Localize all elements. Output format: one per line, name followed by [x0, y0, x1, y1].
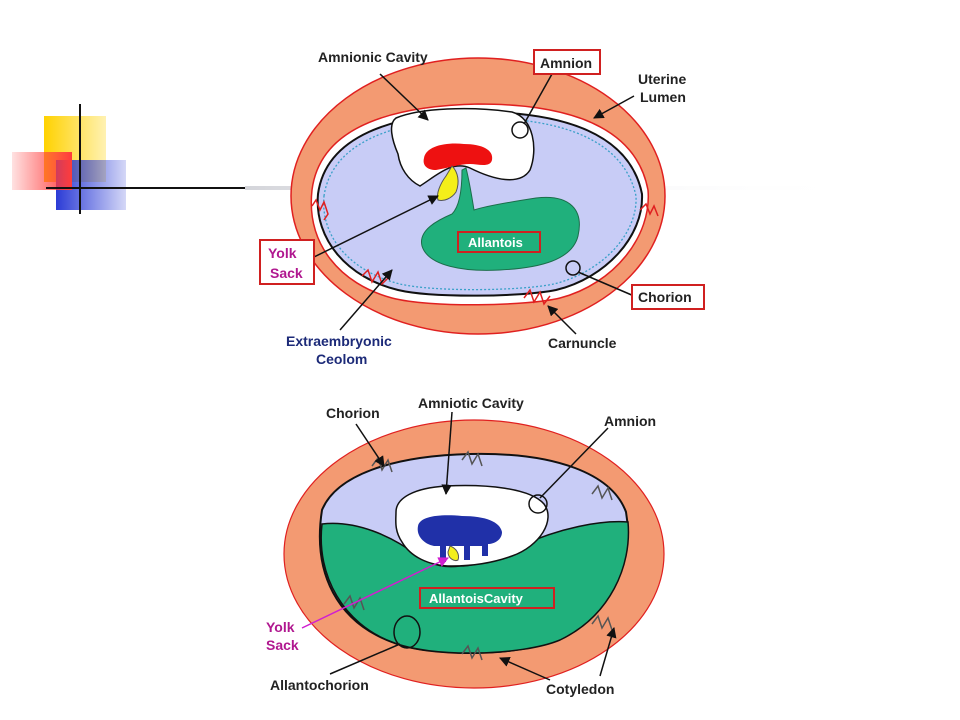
top-label-uterine: Uterine [638, 71, 686, 87]
top-label-yolk: Yolk [268, 245, 297, 261]
bottom-label-allantochorion: Allantochorion [270, 677, 369, 693]
bottom-allantochorion-circle [393, 615, 421, 649]
bottom-allantois-cavity-box [419, 587, 555, 609]
top-label-sack: Sack [270, 265, 303, 281]
bottom-yolk-sack [447, 545, 459, 561]
top-label-amnion: Amnion [540, 55, 592, 71]
bottom-label-cotyledon: Cotyledon [546, 681, 614, 697]
bottom-line-amnion [539, 427, 609, 499]
bottom-cotyledon-5 [461, 644, 483, 661]
bottom-arrow-chorion [355, 423, 385, 467]
top-chorion-circle [565, 260, 581, 276]
bottom-arrow-amniotic-cavity [441, 411, 453, 496]
top-carnuncle-bottom [523, 288, 551, 306]
top-label-ceolom: Ceolom [316, 351, 367, 367]
bottom-label-sack: Sack [266, 637, 299, 653]
top-diagram: Amnionic Cavity Amnion Uterine Lumen Yol… [259, 49, 705, 367]
bottom-cotyledon-6 [591, 614, 613, 631]
bottom-label-amniotic-cavity: Amniotic Cavity [418, 395, 524, 411]
top-line-amnion [523, 73, 553, 125]
top-line-chorion [577, 271, 635, 297]
top-arrow-amnionic-cavity [379, 73, 429, 121]
top-label-lumen: Lumen [640, 89, 686, 105]
top-label-carnuncle: Carnuncle [548, 335, 617, 351]
top-amnion-circle [511, 121, 529, 139]
top-carnuncle-right [639, 202, 659, 217]
top-label-chorion: Chorion [638, 289, 692, 305]
bottom-embryo [417, 515, 502, 562]
top-arrow-yolk-sack [311, 195, 439, 259]
top-allantois-box [457, 231, 541, 253]
bottom-label-yolk: Yolk [266, 619, 295, 635]
top-carnuncle-left-lower [361, 268, 389, 286]
top-label-amnionic-cavity: Amnionic Cavity [318, 49, 428, 65]
bottom-arrow-cotyledon-right [599, 626, 617, 677]
bottom-cotyledon-3 [591, 484, 613, 501]
top-yolk-sack [437, 165, 459, 201]
top-label-extraembryonic: Extraembryonic [286, 333, 392, 349]
bottom-label-chorion: Chorion [326, 405, 380, 421]
bottom-arrow-yolk-sack [301, 557, 449, 629]
top-arrow-carnuncle [547, 305, 577, 335]
top-amnion-box [533, 49, 601, 75]
top-chorion-box [631, 284, 705, 310]
top-label-allantois: Allantois [468, 235, 523, 250]
bottom-cotyledon-4 [343, 594, 365, 611]
top-carnuncle-left [311, 198, 329, 221]
top-arrow-uterine-lumen [593, 95, 635, 119]
bottom-label-amnion: Amnion [604, 413, 656, 429]
bottom-arrow-cotyledon [499, 657, 551, 681]
bottom-line-allantochorion [329, 643, 401, 675]
top-arrow-extraembryonic [339, 269, 393, 331]
bottom-cotyledon-2 [461, 450, 483, 467]
bottom-label-allantois-cavity: AllantoisCavity [429, 591, 524, 606]
bottom-diagram: Chorion Amniotic Cavity Amnion Allantois… [266, 395, 665, 697]
top-embryo [423, 143, 493, 170]
top-yolk-sack-box [259, 239, 315, 285]
deco-red-square [12, 152, 72, 190]
bottom-amnion-circle [528, 494, 548, 514]
